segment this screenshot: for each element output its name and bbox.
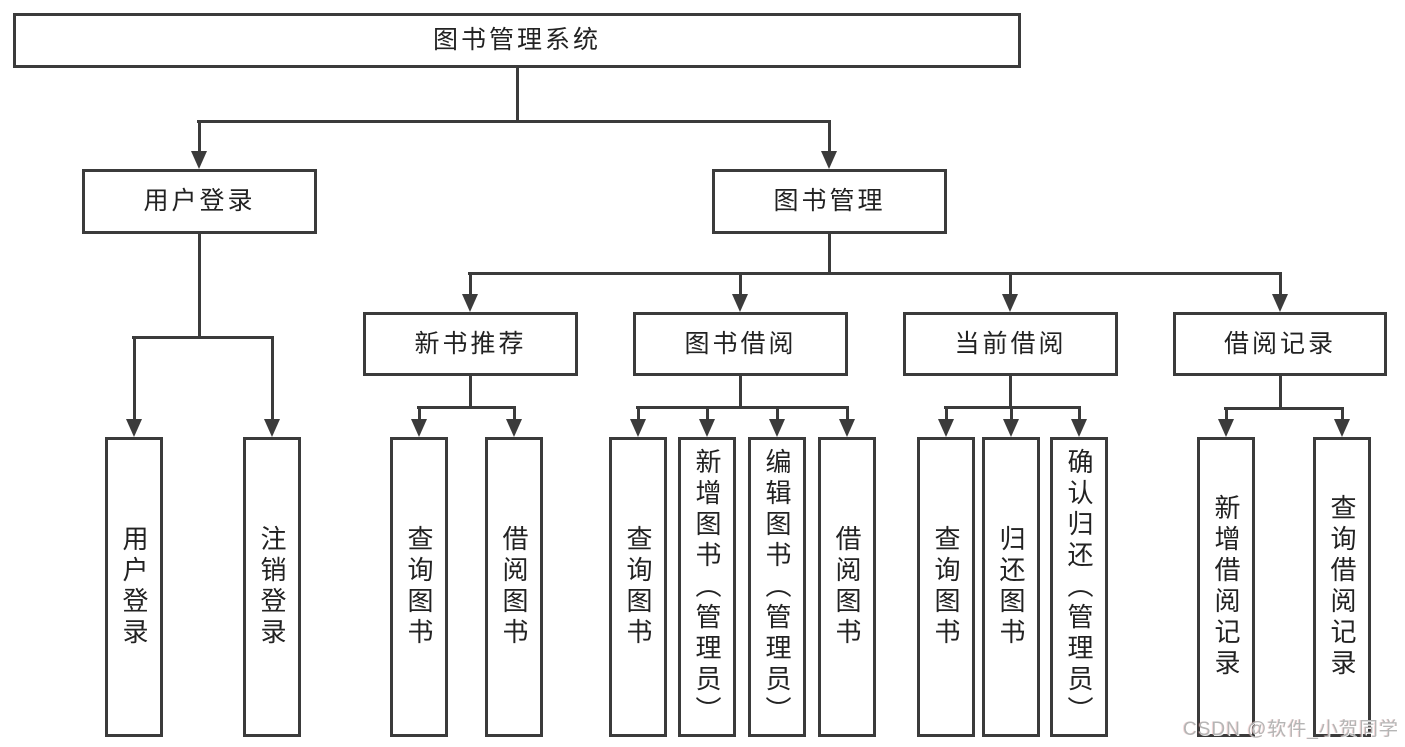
arrow-down-icon xyxy=(411,419,427,437)
arrow-down-icon xyxy=(264,419,280,437)
arrow-down-icon xyxy=(191,151,207,169)
connector-shaft xyxy=(776,406,779,421)
node-book-management: 图书管理 xyxy=(712,169,947,234)
leaf-query-books-borrow: 查询图书 xyxy=(609,437,667,737)
node-borrow-records: 借阅记录 xyxy=(1173,312,1387,376)
arrow-down-icon xyxy=(1003,419,1019,437)
arrow-down-icon xyxy=(1002,294,1018,312)
connector-shaft xyxy=(271,336,274,421)
connector-stem xyxy=(1009,376,1012,409)
connector-stem xyxy=(828,234,831,275)
arrow-down-icon xyxy=(732,294,748,312)
leaf-confirm-return-admin: 确认归还（管理员） xyxy=(1050,437,1108,737)
connector-shaft xyxy=(706,406,709,421)
connector-rail xyxy=(636,406,849,409)
node-book-borrow: 图书借阅 xyxy=(633,312,848,376)
connector-shaft xyxy=(945,406,948,421)
arrow-down-icon xyxy=(769,419,785,437)
leaf-query-books-current: 查询图书 xyxy=(917,437,975,737)
connector-stem xyxy=(1279,376,1282,410)
connector-rail xyxy=(417,406,516,409)
leaf-borrow-books: 借阅图书 xyxy=(818,437,876,737)
csdn-watermark: CSDN @软件_小贺同学 xyxy=(1183,719,1399,740)
connector-shaft xyxy=(198,120,201,154)
connector-shaft xyxy=(1279,272,1282,297)
connector-shaft xyxy=(469,272,472,297)
connector-rail xyxy=(1224,407,1344,410)
connector-shaft xyxy=(846,406,849,421)
connector-root-stem xyxy=(516,68,519,123)
arrow-down-icon xyxy=(1272,294,1288,312)
leaf-return-books: 归还图书 xyxy=(982,437,1040,737)
arrow-down-icon xyxy=(821,151,837,169)
connector-stem xyxy=(469,376,472,409)
arrow-down-icon xyxy=(938,419,954,437)
arrow-down-icon xyxy=(699,419,715,437)
arrow-down-icon xyxy=(1071,419,1087,437)
connector-shaft xyxy=(1078,406,1081,421)
leaf-add-books-admin: 新增图书（管理员） xyxy=(678,437,736,737)
node-user-login: 用户登录 xyxy=(82,169,317,234)
connector-stem xyxy=(739,376,742,409)
connector-shaft xyxy=(1225,407,1228,421)
connector-shaft xyxy=(513,406,516,421)
connector-shaft xyxy=(637,406,640,421)
connector-shaft xyxy=(1009,272,1012,297)
connector-stem xyxy=(198,234,201,338)
leaf-logout: 注销登录 xyxy=(243,437,301,737)
leaf-user-login: 用户登录 xyxy=(105,437,163,737)
arrow-down-icon xyxy=(1334,419,1350,437)
connector-shaft xyxy=(1341,407,1344,421)
connector-shaft xyxy=(828,120,831,154)
connector-level3-rail xyxy=(468,272,1282,275)
node-library-system: 图书管理系统 xyxy=(13,13,1021,68)
connector-level2-rail xyxy=(197,120,831,123)
arrow-down-icon xyxy=(126,419,142,437)
leaf-query-books-recommend: 查询图书 xyxy=(390,437,448,737)
leaf-borrow-books-recommend: 借阅图书 xyxy=(485,437,543,737)
arrow-down-icon xyxy=(462,294,478,312)
leaf-add-borrow-record: 新增借阅记录 xyxy=(1197,437,1255,737)
connector-shaft xyxy=(133,336,136,421)
leaf-query-borrow-record: 查询借阅记录 xyxy=(1313,437,1371,737)
node-new-book-recommend: 新书推荐 xyxy=(363,312,578,376)
connector-rail xyxy=(132,336,274,339)
arrow-down-icon xyxy=(1218,419,1234,437)
leaf-edit-books-admin: 编辑图书（管理员） xyxy=(748,437,806,737)
connector-shaft xyxy=(739,272,742,297)
arrow-down-icon xyxy=(839,419,855,437)
connector-shaft xyxy=(1010,406,1013,421)
arrow-down-icon xyxy=(506,419,522,437)
arrow-down-icon xyxy=(630,419,646,437)
node-current-borrow: 当前借阅 xyxy=(903,312,1118,376)
connector-shaft xyxy=(418,406,421,421)
